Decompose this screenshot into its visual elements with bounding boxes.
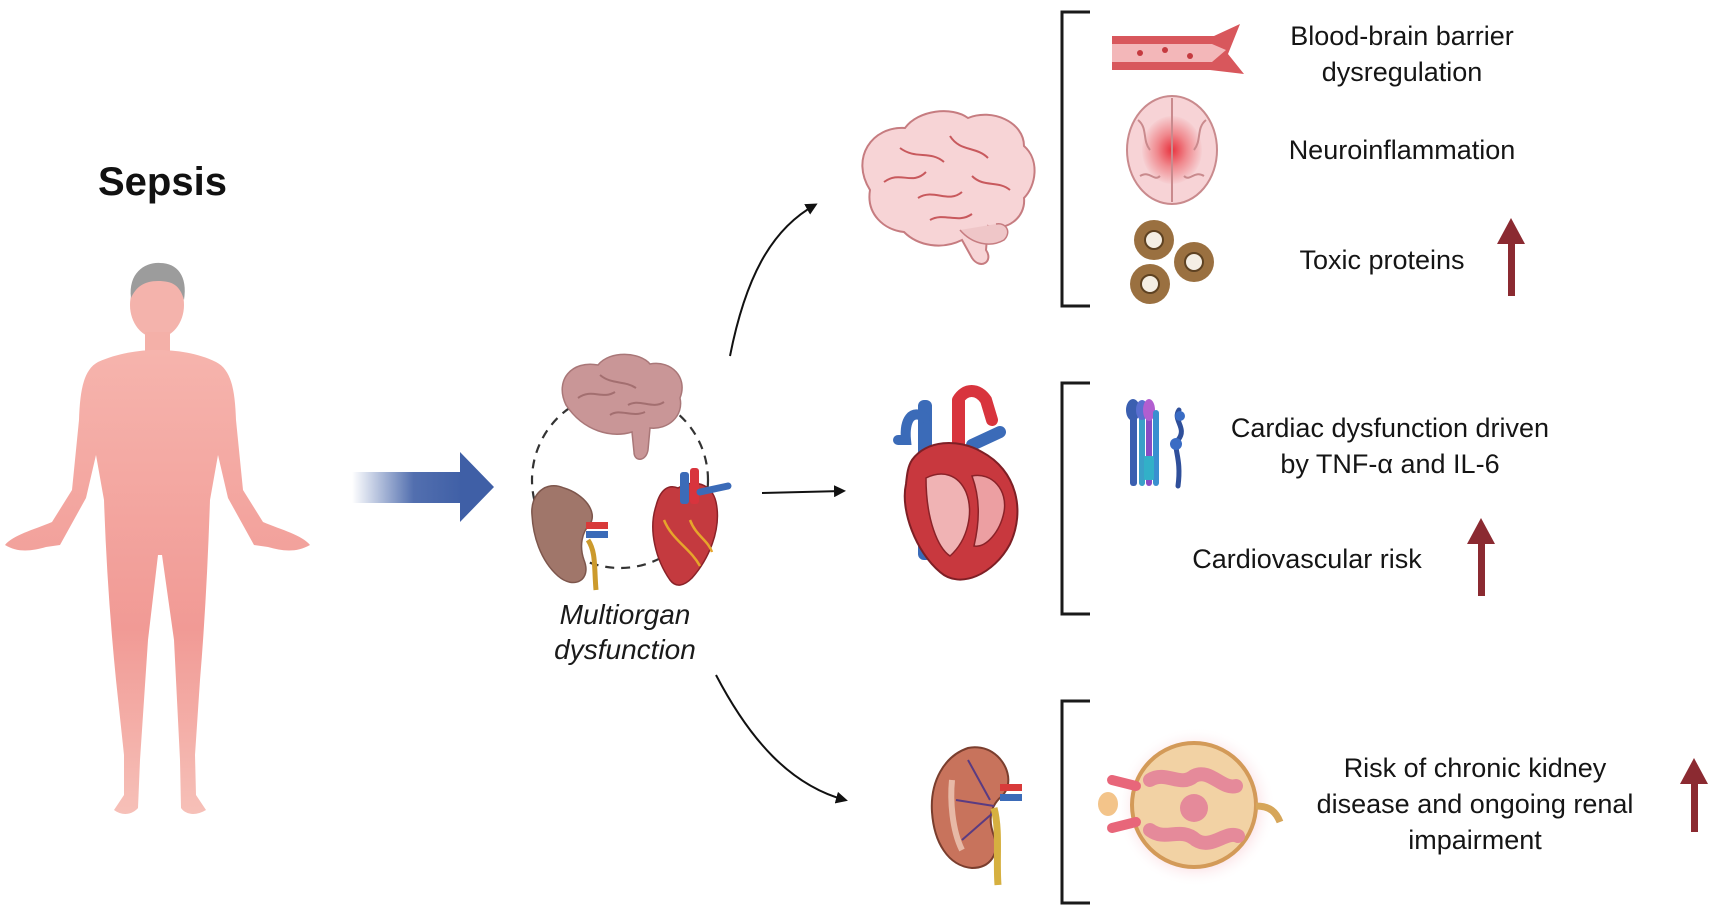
kidney-panel-bracket — [1060, 699, 1090, 905]
cardiac-line1: Cardiac dysfunction driven — [1230, 413, 1550, 443]
heart-icon — [893, 385, 1019, 581]
cardiovascular-risk-label: Cardiovascular risk — [1192, 544, 1422, 574]
multiorgan-cluster — [530, 353, 732, 591]
cardiac-dysfunction-label: Cardiac dysfunction driven by TNF-α and … — [1200, 410, 1580, 482]
ckd-line2: disease and ongoing renal — [1316, 789, 1634, 819]
small-brain-icon — [561, 353, 683, 460]
cytokine-receptor-icon — [1126, 399, 1185, 489]
bbb-line1: Blood-brain barrier — [1290, 21, 1514, 51]
ckd-line1: Risk of chronic kidney — [1343, 753, 1607, 783]
bbb-line2: dysregulation — [1321, 57, 1483, 87]
blood-vessel-icon — [1112, 24, 1244, 74]
up-arrow-icon — [1497, 218, 1525, 296]
toxic-proteins-label: Toxic proteins — [1299, 245, 1465, 275]
small-kidney-icon — [531, 485, 608, 591]
cardiac-line2: by TNF-α and IL-6 — [1280, 449, 1500, 479]
arrow-to-kidney — [715, 674, 848, 804]
multiorgan-label-line2: dysfunction — [554, 634, 696, 665]
neuroinflammation-label: Neuroinflammation — [1288, 135, 1516, 165]
brain-icon — [861, 110, 1036, 265]
ckd-risk-label: Risk of chronic kidney disease and ongoi… — [1310, 750, 1640, 858]
brain-panel-bracket — [1060, 10, 1090, 308]
arrow-to-heart — [761, 485, 846, 498]
multiorgan-label: Multiorgan dysfunction — [525, 597, 725, 667]
heart-panel-bracket — [1060, 381, 1090, 616]
human-body-icon — [5, 262, 310, 814]
up-arrow-icon — [1680, 758, 1708, 832]
arrow-to-brain — [729, 203, 818, 357]
ckd-line3: impairment — [1408, 825, 1542, 855]
toxic-protein-icon — [1130, 220, 1214, 304]
glomerulus-icon — [1098, 727, 1284, 887]
inflamed-brain-icon — [1126, 95, 1218, 205]
blue-arrow-icon — [352, 452, 494, 522]
kidney-icon — [930, 746, 1022, 886]
small-heart-icon — [652, 468, 732, 586]
multiorgan-label-line1: Multiorgan — [559, 599, 691, 630]
page-title: Sepsis — [98, 160, 227, 204]
bbb-dysregulation-label: Blood-brain barrier dysregulation — [1262, 18, 1542, 90]
up-arrow-icon — [1467, 518, 1495, 596]
